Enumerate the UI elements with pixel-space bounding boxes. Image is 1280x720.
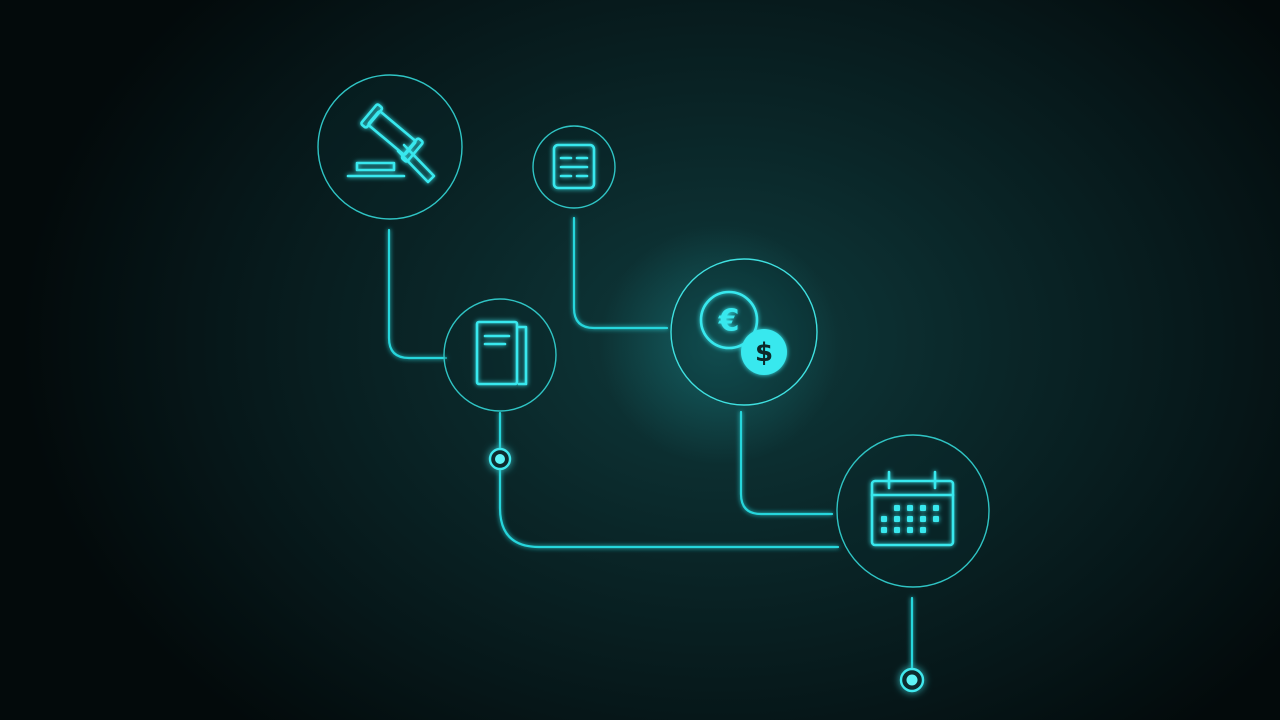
calendar-day-cell <box>881 516 887 522</box>
currency-halo <box>600 225 840 465</box>
gavel-icon <box>346 103 436 184</box>
calendar-day-cell <box>907 527 913 533</box>
euro-symbol: € <box>718 304 740 339</box>
terminal-dot-documents <box>488 447 512 471</box>
calendar-node <box>836 434 990 588</box>
calendar-day-cell <box>894 516 900 522</box>
documents-node-ring <box>443 298 557 412</box>
documents-node <box>443 298 557 412</box>
currency-exchange-icon: € $ <box>699 290 787 375</box>
calculator-node <box>532 125 616 209</box>
calendar-day-cell <box>894 505 900 511</box>
calendar-day-cell <box>881 527 887 533</box>
calendar-day-cell <box>920 527 926 533</box>
connectors <box>387 216 914 670</box>
connector-gavel-documents <box>387 228 448 360</box>
connector-calculator-currency <box>572 216 669 330</box>
calendar-day-grid <box>881 505 939 533</box>
calendar-day-cell <box>907 505 913 511</box>
documents-icon <box>475 320 528 386</box>
calculator-icon <box>552 143 596 190</box>
gavel-node <box>317 74 463 220</box>
calendar-day-cell <box>907 516 913 522</box>
calendar-day-cell <box>933 505 939 511</box>
calendar-node-ring <box>836 434 990 588</box>
calendar-day-cell <box>894 527 900 533</box>
currency-node-ring <box>670 258 818 406</box>
terminal-dot-calendar <box>899 667 925 693</box>
connector-currency-calendar <box>739 410 834 516</box>
calendar-day-cell <box>920 505 926 511</box>
currency-node: € $ <box>670 258 818 406</box>
calendar-icon <box>870 470 955 547</box>
connector-documents-calendar <box>498 411 840 549</box>
calendar-day-cell <box>920 516 926 522</box>
dollar-symbol: $ <box>755 338 773 368</box>
calendar-day-cell <box>933 516 939 522</box>
gavel-node-ring <box>317 74 463 220</box>
